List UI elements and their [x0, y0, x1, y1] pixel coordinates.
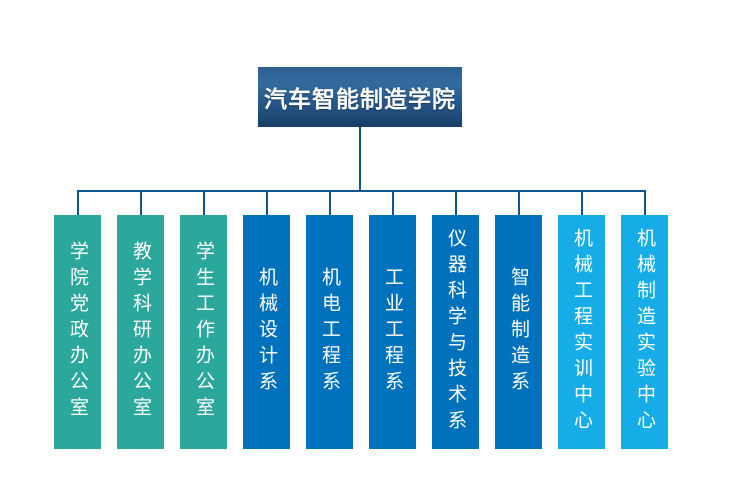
branch-1: 教学科研办公室: [117, 192, 164, 449]
dept-label: 机械制造实验中心: [634, 228, 656, 436]
dept-box: 机械制造实验中心: [621, 215, 668, 449]
branch-2: 学生工作办公室: [180, 192, 227, 449]
dept-box: 教学科研办公室: [117, 215, 164, 449]
dept-label: 机械工程实训中心: [571, 228, 593, 436]
branch-8: 机械工程实训中心: [558, 192, 605, 449]
root-node-title: 汽车智能制造学院: [264, 87, 456, 113]
dept-label: 仪器科学与技术系: [445, 228, 467, 436]
branch-9: 机械制造实验中心: [621, 192, 668, 449]
root-node-box: 汽车智能制造学院: [258, 67, 462, 127]
branch-3: 机械设计系: [243, 192, 290, 449]
dept-label: 学院党政办公室: [67, 241, 89, 423]
connector-drop-line: [643, 192, 646, 215]
branch-4: 机电工程系: [306, 192, 353, 449]
connector-drop-line: [328, 192, 331, 215]
connector-drop-line: [202, 192, 205, 215]
connector-drop-line: [76, 192, 79, 215]
dept-box: 机电工程系: [306, 215, 353, 449]
connector-drop-line: [391, 192, 394, 215]
dept-label: 学生工作办公室: [193, 241, 215, 423]
connector-drop-line: [454, 192, 457, 215]
dept-label: 机电工程系: [319, 267, 341, 397]
dept-box: 学院党政办公室: [54, 215, 101, 449]
connector-drop-line: [139, 192, 142, 215]
dept-label: 工业工程系: [382, 267, 404, 397]
dept-box: 机械设计系: [243, 215, 290, 449]
dept-box: 工业工程系: [369, 215, 416, 449]
dept-box: 仪器科学与技术系: [432, 215, 479, 449]
dept-box: 机械工程实训中心: [558, 215, 605, 449]
branch-7: 智能制造系: [495, 192, 542, 449]
connector-horizontal-line: [77, 190, 646, 192]
branch-5: 工业工程系: [369, 192, 416, 449]
connector-stem-line: [359, 127, 361, 191]
dept-label: 机械设计系: [256, 267, 278, 397]
branch-row: 学院党政办公室 教学科研办公室 学生工作办公室 机械设计系 机电工程系: [54, 192, 668, 449]
dept-box: 智能制造系: [495, 215, 542, 449]
connector-drop-line: [580, 192, 583, 215]
dept-label: 教学科研办公室: [130, 241, 152, 423]
dept-box: 学生工作办公室: [180, 215, 227, 449]
connector-drop-line: [517, 192, 520, 215]
branch-0: 学院党政办公室: [54, 192, 101, 449]
dept-label: 智能制造系: [508, 267, 530, 397]
branch-6: 仪器科学与技术系: [432, 192, 479, 449]
connector-drop-line: [265, 192, 268, 215]
